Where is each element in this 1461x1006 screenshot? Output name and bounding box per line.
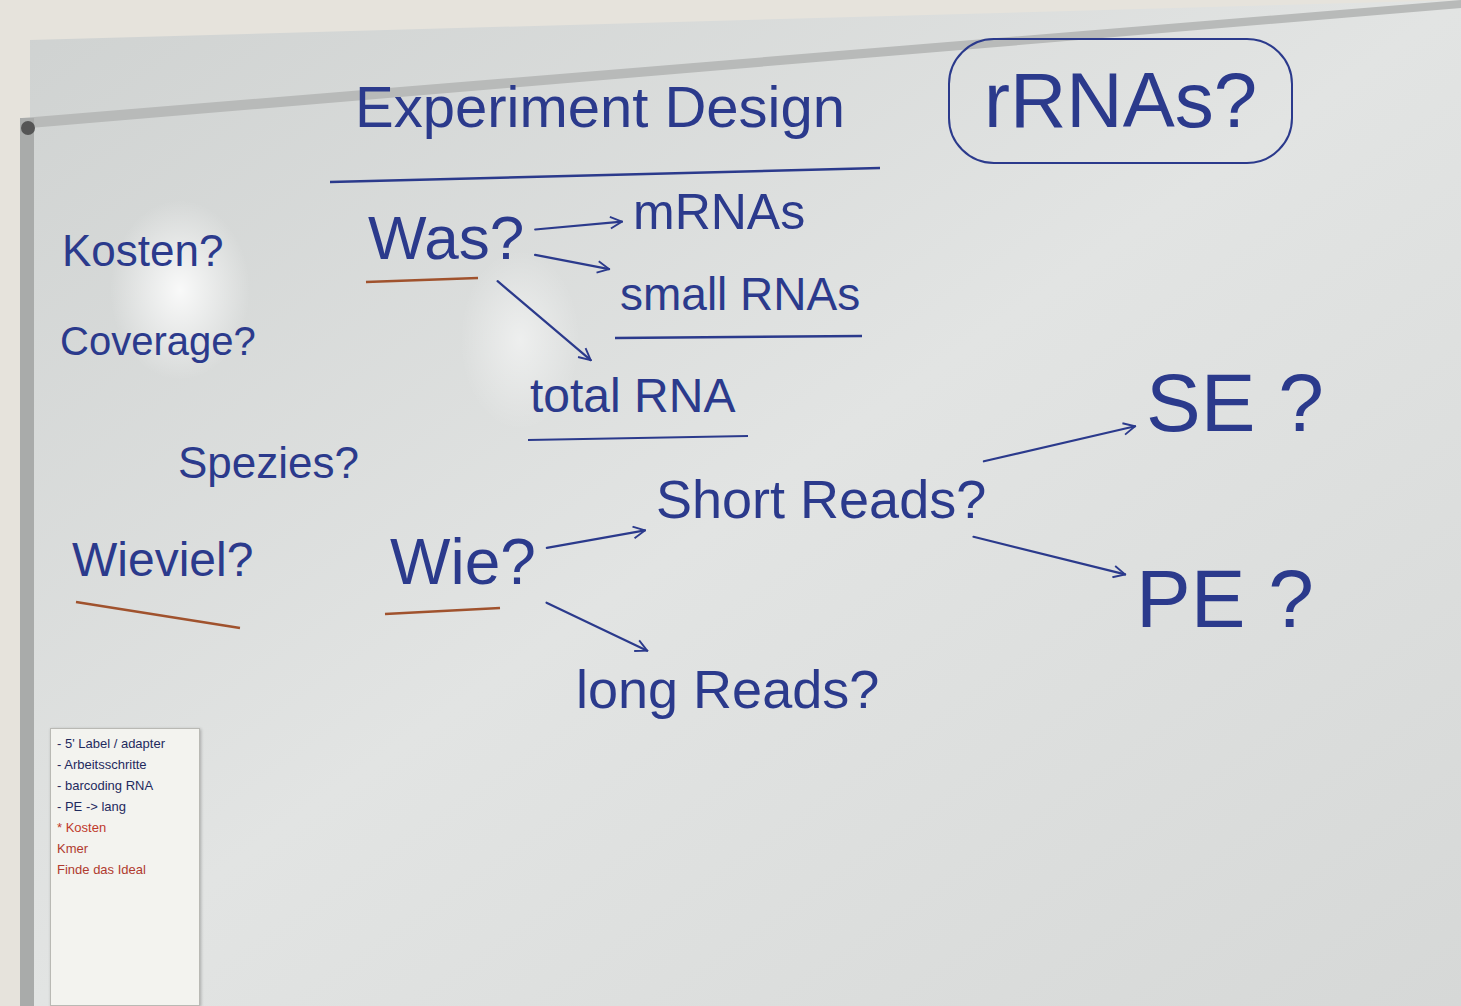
node-text: total RNA	[530, 368, 735, 423]
node-text: * Kosten	[57, 821, 193, 836]
arrow-connector	[535, 255, 609, 269]
node-text: Kmer	[57, 842, 193, 857]
title-underline	[330, 168, 880, 182]
node-text: Short Reads?	[656, 468, 986, 530]
option-term: Short Reads?	[648, 462, 994, 536]
option-term: total RNA	[522, 362, 743, 429]
board-surface	[30, 0, 1461, 1006]
arrow-connector	[547, 603, 648, 651]
board-frame-left	[20, 118, 34, 1006]
node-text: SE ?	[1146, 356, 1324, 450]
question-term: Was?	[360, 196, 532, 279]
arrow-connector	[974, 537, 1126, 575]
boxed-term: rRNAs?	[948, 38, 1293, 164]
node-text: Was?	[368, 202, 524, 273]
option-term: PE ?	[1128, 546, 1322, 652]
node-text: - barcoding RNA	[57, 779, 193, 794]
sticky-note: - 5' Label / adapter - Arbeitsschritte - b…	[50, 728, 200, 1006]
node-text: - 5' Label / adapter	[57, 737, 193, 752]
arrow-connector	[984, 426, 1135, 461]
arrow-connector	[498, 281, 591, 360]
underline	[76, 602, 240, 628]
underline	[615, 336, 862, 338]
underline	[366, 278, 478, 282]
side-note: Coverage?	[60, 318, 256, 364]
node-text: Wie?	[390, 526, 536, 600]
node-text: - PE -> lang	[57, 800, 193, 815]
side-note: Wieviel?	[72, 532, 253, 587]
question-term: Wie?	[382, 520, 544, 606]
arrow-connector	[535, 222, 622, 230]
node-text: long Reads?	[576, 658, 879, 720]
side-note: Kosten?	[62, 226, 223, 277]
diagram-title: Experiment Design	[355, 74, 845, 141]
node-text: PE ?	[1136, 552, 1314, 646]
underline	[528, 436, 748, 440]
side-note: Spezies?	[178, 438, 359, 489]
frame-corner	[21, 121, 35, 135]
node-text: mRNAs	[633, 184, 805, 242]
option-term: long Reads?	[568, 652, 887, 726]
option-term: mRNAs	[625, 178, 813, 248]
node-text: Finde das Ideal	[57, 863, 193, 878]
underline	[385, 608, 500, 614]
node-text: small RNAs	[620, 268, 860, 321]
node-text: - Arbeitsschritte	[57, 758, 193, 773]
node-text: rRNAs?	[984, 56, 1257, 146]
option-term: SE ?	[1138, 350, 1332, 456]
option-term: small RNAs	[612, 262, 868, 327]
arrow-connector	[547, 530, 645, 548]
